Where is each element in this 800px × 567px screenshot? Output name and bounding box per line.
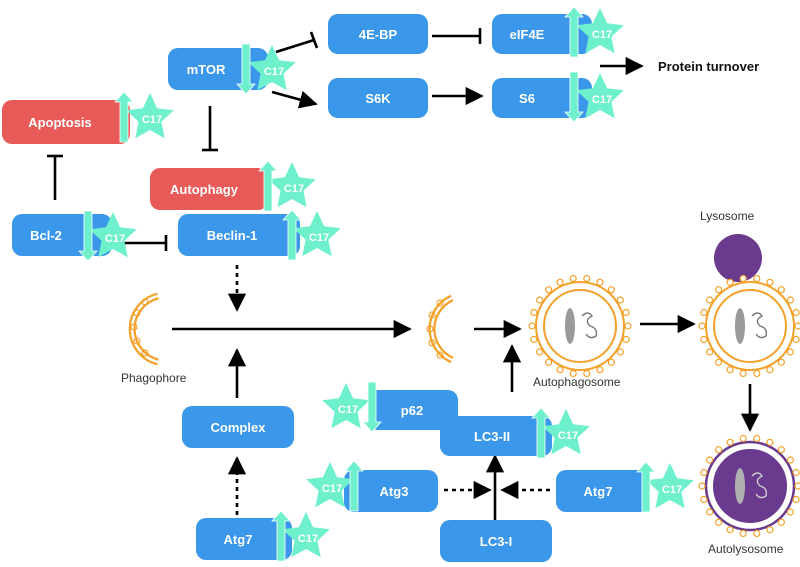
inhibit-bcl2-beclin1 bbox=[122, 235, 168, 251]
svg-text:Autophagy: Autophagy bbox=[170, 182, 239, 197]
down-arrow-icon bbox=[362, 381, 382, 433]
up-arrow-icon bbox=[564, 6, 584, 58]
c17-badge-mtor: C17 bbox=[236, 43, 296, 95]
c17-star-icon bbox=[542, 409, 590, 455]
label-lysosome: Lysosome bbox=[700, 209, 755, 223]
c17-label: C17 bbox=[662, 484, 682, 496]
c17-label: C17 bbox=[298, 533, 318, 545]
node-atg7-left: Atg7 bbox=[196, 518, 292, 560]
node-s6: S6 bbox=[492, 78, 592, 118]
up-arrow-icon bbox=[282, 209, 302, 261]
node-s6k: S6K bbox=[328, 78, 428, 118]
c17-star-icon bbox=[293, 211, 341, 257]
node-lc3-i: LC3-I bbox=[440, 520, 552, 562]
svg-text:Apoptosis: Apoptosis bbox=[28, 115, 92, 130]
svg-text:mTOR: mTOR bbox=[187, 62, 226, 77]
node-apoptosis: Apoptosis bbox=[2, 100, 130, 144]
node-atg7-right: Atg7 bbox=[556, 470, 650, 512]
c17-badge-bcl-2: C17 bbox=[78, 210, 137, 262]
c17-label: C17 bbox=[592, 94, 612, 106]
node-complex: Complex bbox=[182, 406, 294, 448]
phagophore-icon bbox=[128, 292, 159, 366]
c17-label: C17 bbox=[322, 483, 342, 495]
node-eif4e: eIF4E bbox=[492, 14, 592, 54]
svg-text:4E-BP: 4E-BP bbox=[359, 27, 398, 42]
c17-label: C17 bbox=[592, 29, 612, 41]
svg-text:Beclin-1: Beclin-1 bbox=[207, 228, 258, 243]
down-arrow-icon bbox=[564, 71, 584, 123]
label-autolysosome: Autolysosome bbox=[708, 542, 784, 556]
forming-vesicle-icon bbox=[426, 294, 454, 364]
svg-text:S6K: S6K bbox=[365, 91, 391, 106]
node-4e-bp: 4E-BP bbox=[328, 14, 428, 54]
c17-star-icon bbox=[89, 212, 137, 258]
inhibit-mtor-4ebp bbox=[275, 31, 319, 54]
inhibit-mtor-autophagy bbox=[202, 106, 218, 152]
svg-text:p62: p62 bbox=[401, 403, 423, 418]
node-beclin-1: Beclin-1 bbox=[178, 214, 300, 256]
c17-label: C17 bbox=[309, 232, 329, 244]
c17-star-icon bbox=[268, 162, 316, 208]
node-autophagy: Autophagy bbox=[150, 168, 268, 210]
c17-star-icon bbox=[576, 73, 624, 119]
c17-badge-p62: C17 bbox=[322, 381, 382, 433]
label-phagophore: Phagophore bbox=[121, 371, 187, 385]
c17-label: C17 bbox=[338, 404, 358, 416]
c17-badge-apoptosis: C17 bbox=[114, 91, 174, 143]
up-arrow-icon bbox=[258, 160, 278, 212]
c17-star-icon bbox=[646, 463, 694, 509]
up-arrow-icon bbox=[344, 460, 364, 512]
c17-badge-beclin-1: C17 bbox=[282, 209, 341, 261]
autolysosome-icon bbox=[698, 434, 800, 538]
inhibit-bcl2-apoptosis bbox=[47, 154, 63, 200]
c17-star-icon bbox=[248, 45, 296, 91]
up-arrow-icon bbox=[114, 91, 134, 143]
c17-star-icon bbox=[576, 8, 624, 54]
svg-text:eIF4E: eIF4E bbox=[510, 27, 545, 42]
c17-star-icon bbox=[126, 93, 174, 139]
c17-badge-atg7-left: C17 bbox=[271, 510, 330, 562]
svg-text:Atg7: Atg7 bbox=[584, 484, 613, 499]
down-arrow-icon bbox=[78, 210, 98, 262]
c17-badge-atg7-right: C17 bbox=[636, 461, 694, 513]
down-arrow-icon bbox=[236, 43, 256, 95]
c17-badge-s6: C17 bbox=[564, 71, 624, 123]
c17-label: C17 bbox=[105, 233, 125, 245]
label-protein-turnover: Protein turnover bbox=[658, 59, 759, 74]
node-lc3-ii: LC3-II bbox=[440, 416, 552, 456]
up-arrow-icon bbox=[636, 461, 656, 513]
autophagosome-icon bbox=[528, 274, 632, 378]
svg-text:LC3-I: LC3-I bbox=[480, 534, 513, 549]
node-p62: p62 bbox=[368, 390, 458, 430]
c17-badge-atg3: C17 bbox=[306, 460, 364, 512]
arrow-mtor-s6k bbox=[271, 90, 318, 109]
svg-text:S6: S6 bbox=[519, 91, 535, 106]
up-arrow-icon bbox=[271, 510, 291, 562]
c17-star-icon bbox=[282, 512, 330, 558]
up-arrow-icon bbox=[531, 407, 551, 459]
inhibit-4ebp-eif4e bbox=[432, 28, 482, 44]
c17-badge-eif4e: C17 bbox=[564, 6, 624, 58]
c17-label: C17 bbox=[284, 183, 304, 195]
c17-badge-autophagy: C17 bbox=[258, 160, 316, 212]
c17-star-icon bbox=[306, 462, 354, 508]
c17-label: C17 bbox=[558, 430, 578, 442]
svg-text:LC3-II: LC3-II bbox=[474, 429, 510, 444]
fusing-vesicle-icon bbox=[698, 274, 800, 378]
c17-label: C17 bbox=[264, 66, 284, 78]
svg-text:Complex: Complex bbox=[211, 420, 267, 435]
svg-text:Atg3: Atg3 bbox=[380, 484, 409, 499]
c17-star-icon bbox=[322, 383, 370, 429]
c17-badge-lc3-ii: C17 bbox=[531, 407, 590, 459]
label-autophagosome: Autophagosome bbox=[533, 375, 621, 389]
svg-text:Atg7: Atg7 bbox=[224, 532, 253, 547]
lysosome-icon bbox=[714, 234, 762, 282]
node-atg3: Atg3 bbox=[344, 470, 438, 512]
svg-text:Bcl-2: Bcl-2 bbox=[30, 228, 62, 243]
c17-label: C17 bbox=[142, 114, 162, 126]
